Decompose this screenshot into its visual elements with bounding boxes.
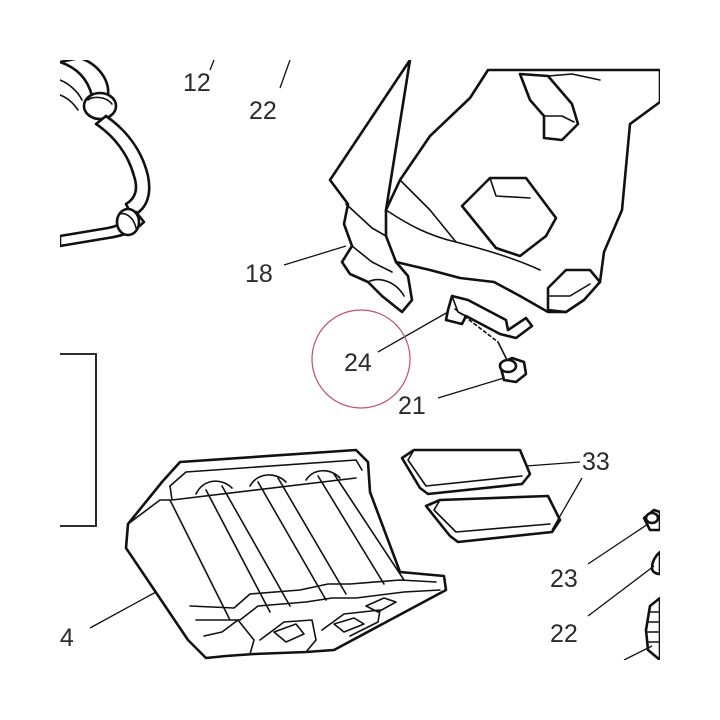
leader-24 [377,311,449,353]
bottom-margin [0,660,720,720]
leader-22-top [279,59,291,89]
label-24: 24 [344,349,372,377]
right-margin [660,0,720,720]
highlight-circle [311,309,411,409]
frame-outline [60,353,97,527]
label-23: 23 [550,565,578,593]
screw-part-21 [498,356,528,384]
leader-bottom-right [623,645,653,661]
leader-34 [89,591,157,629]
tray-part-34 [124,448,448,660]
label-21: 21 [398,392,426,420]
leader-18 [283,245,347,266]
leader-21 [437,377,505,399]
leader-33-a [525,461,581,467]
leader-23 [587,523,649,565]
housing-part-18 [328,58,662,314]
label-33: 33 [582,448,610,476]
label-18: 18 [245,260,273,288]
hose-assembly [58,56,151,248]
leader-22-right [587,565,655,617]
leader-12 [209,59,215,71]
left-margin [0,0,60,720]
bracket-part-24 [444,294,534,363]
leader-33-b [551,477,583,531]
label-22-top: 22 [249,97,277,125]
pads-part-33 [400,448,562,544]
top-margin [0,0,720,60]
small-parts-right [642,508,662,662]
leader-lines [89,59,655,661]
label-22-right: 22 [550,620,578,648]
label-12: 12 [183,69,211,97]
